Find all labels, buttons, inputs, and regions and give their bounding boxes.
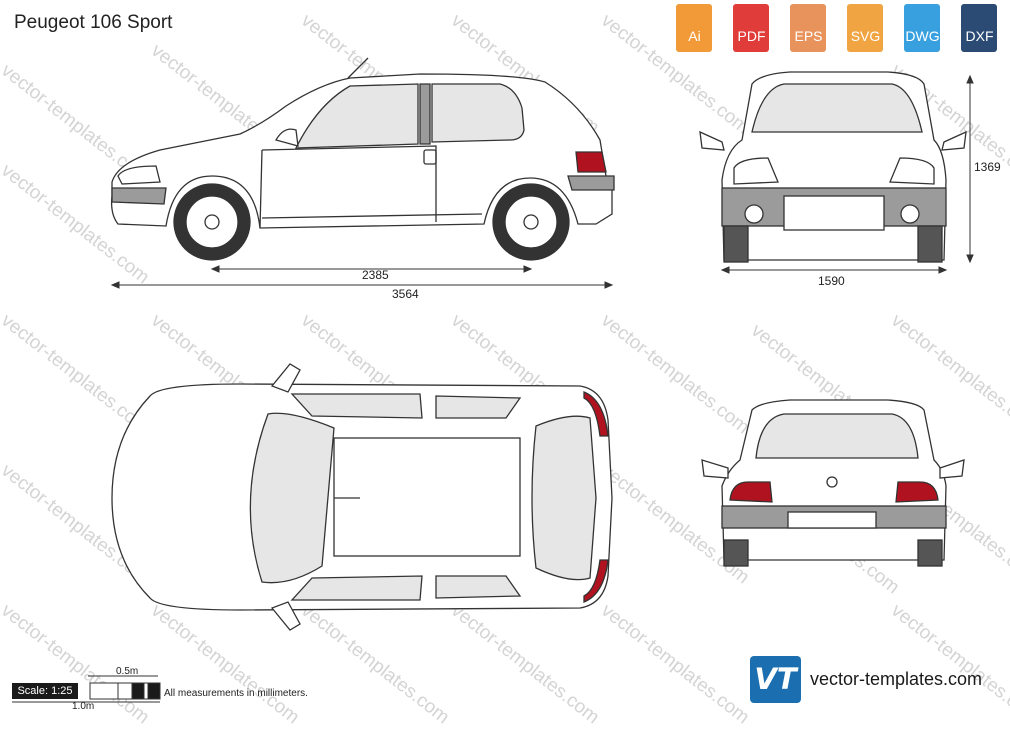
- side-door-line: [259, 145, 437, 229]
- side-rear-bumper: [567, 175, 615, 191]
- side-sill: [261, 213, 483, 219]
- wheelbase-arrow-right: [523, 265, 533, 273]
- front-mirror-left: [699, 130, 725, 151]
- fog-light-right: [900, 204, 920, 224]
- pdf-file-sheet: [733, 4, 769, 52]
- front-tyre-right: [917, 225, 943, 263]
- svg-file-sheet: [847, 4, 883, 52]
- rear-badge: [826, 476, 838, 488]
- rear-mirror-right: [939, 459, 965, 479]
- front-headlight-right: [889, 157, 935, 185]
- svg-format-label: SVG: [850, 28, 881, 44]
- page-title: Peugeot 106 Sport: [14, 12, 173, 33]
- scale-segment: [147, 682, 161, 700]
- pdf-format-label: PDF: [737, 28, 766, 44]
- rear-tail-light-right: [895, 481, 939, 503]
- brand-logo-icon: VT: [750, 656, 801, 703]
- side-window-front: [294, 83, 419, 149]
- pdf-file-icon[interactable]: PDF: [727, 4, 776, 52]
- fog-light-left: [744, 204, 764, 224]
- format-icons: Ai PDF EPS SVG DWG DXF: [670, 4, 1004, 52]
- ai-format-label: Ai: [688, 28, 701, 44]
- front-view: [699, 71, 967, 263]
- car-drawings: [12, 57, 974, 703]
- dxf-file-icon[interactable]: DXF: [955, 4, 1004, 52]
- side-view: [110, 57, 615, 261]
- dxf-format-label: DXF: [965, 28, 994, 44]
- scale-half-meter-label: 0.5m: [116, 666, 139, 677]
- height-label: 1369: [974, 160, 1001, 174]
- side-window-rear: [431, 83, 525, 143]
- top-rear-window: [531, 415, 597, 581]
- ai-file-sheet: [676, 4, 712, 52]
- scale-segment: [131, 682, 145, 700]
- brand-name: vector-templates.com: [810, 669, 983, 689]
- rear-window: [755, 413, 919, 459]
- width-label: 1590: [818, 274, 845, 288]
- scale-bar: [12, 675, 161, 703]
- top-windscreen: [249, 412, 335, 584]
- front-hub: [204, 214, 220, 230]
- top-mirror-upper: [270, 363, 301, 393]
- front-grille: [783, 195, 885, 231]
- top-roof: [333, 437, 521, 557]
- height-arrow-bottom: [966, 254, 974, 264]
- eps-format-label: EPS: [794, 28, 823, 44]
- brand-link[interactable]: VT vector-templates.com: [750, 656, 982, 703]
- top-mirror-lower: [270, 601, 301, 631]
- blueprint-page: Peugeot 106 Sport Ai PDF EPS SVG DWG DXF…: [0, 4, 1010, 728]
- dwg-file-icon[interactable]: DWG: [898, 4, 947, 52]
- side-door-handle: [423, 149, 437, 165]
- width-arrow-left: [720, 266, 730, 274]
- front-windscreen: [751, 83, 923, 133]
- length-arrow-left: [110, 281, 120, 289]
- side-mirror: [275, 128, 299, 147]
- front-tyre-left: [723, 225, 749, 263]
- rear-hub: [523, 214, 539, 230]
- rear-view: [701, 399, 965, 567]
- side-front-bumper: [111, 187, 167, 205]
- dxf-file-sheet: [961, 4, 997, 52]
- wheelbase-label: 2385: [362, 268, 389, 282]
- front-wheel: [173, 183, 251, 261]
- top-side-window-upper: [290, 393, 423, 419]
- front-headlight-left: [733, 157, 779, 185]
- width-arrow-right: [938, 266, 948, 274]
- length-label: 3564: [392, 287, 419, 301]
- top-side-window-lower-rear: [435, 575, 522, 599]
- side-pillar: [419, 83, 431, 145]
- rear-plate: [787, 511, 877, 529]
- front-mirror-right: [941, 130, 967, 151]
- rear-wheel: [492, 183, 570, 261]
- scale-segment: [89, 682, 119, 700]
- dwg-format-label: DWG: [905, 28, 940, 44]
- wheelbase-arrow-left: [210, 265, 220, 273]
- dwg-file-sheet: [904, 4, 940, 52]
- side-dimension-lines: [110, 265, 614, 289]
- eps-file-icon[interactable]: EPS: [784, 4, 833, 52]
- rear-mirror-left: [701, 459, 729, 479]
- rear-tyre-left: [723, 539, 749, 567]
- side-headlight: [117, 165, 161, 185]
- top-side-window-upper-rear: [435, 395, 522, 419]
- scale-meter-label: 1.0m: [72, 701, 95, 712]
- measurement-note: All measurements in millimeters.: [164, 688, 308, 699]
- height-arrow-top: [966, 74, 974, 84]
- rear-tyre-right: [917, 539, 943, 567]
- eps-file-sheet: [790, 4, 826, 52]
- side-antenna: [347, 57, 369, 79]
- ai-file-icon[interactable]: Ai: [670, 4, 719, 52]
- scale-label: Scale: 1:25: [12, 683, 78, 699]
- front-dimension-lines: [720, 74, 974, 274]
- rear-tail-light-left: [729, 481, 773, 503]
- svg-file-icon[interactable]: SVG: [841, 4, 890, 52]
- top-tail-light-upper: [583, 391, 609, 437]
- side-tail-light: [575, 151, 607, 173]
- top-side-window-lower: [290, 575, 423, 601]
- length-arrow-right: [604, 281, 614, 289]
- top-tail-light-lower: [583, 559, 609, 603]
- top-view: [111, 363, 613, 631]
